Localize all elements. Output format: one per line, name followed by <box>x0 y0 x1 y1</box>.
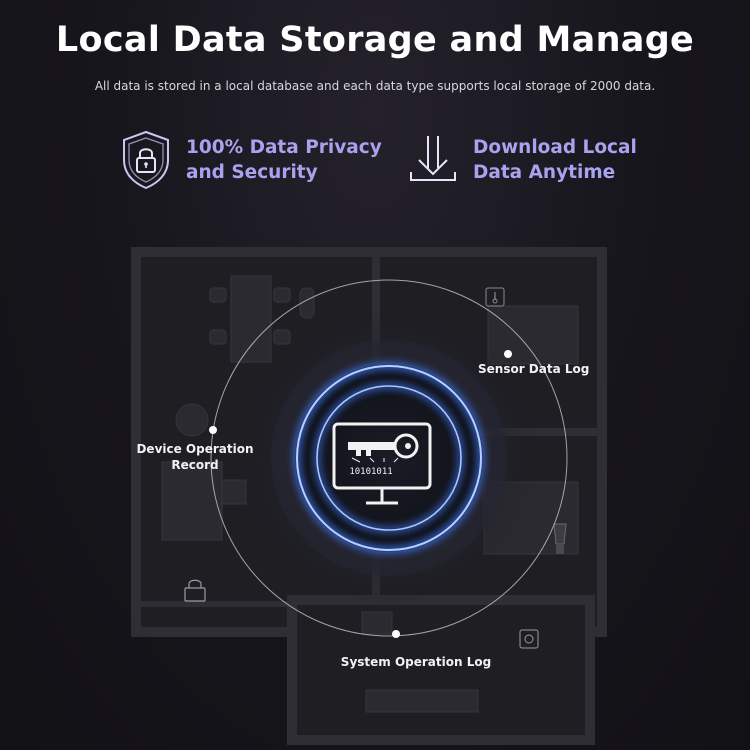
feature-download-label: Download Local Data Anytime <box>473 137 637 183</box>
feature-download: Download Local Data Anytime <box>405 128 637 192</box>
device-operation-record-label: Device Operation Record <box>136 442 254 472</box>
feature-privacy: 100% Data Privacy and Security <box>118 128 382 192</box>
shield-lock-icon <box>123 130 169 190</box>
glow-rings <box>294 363 484 553</box>
download-icon <box>410 136 456 181</box>
feature-privacy-label: 100% Data Privacy and Security <box>186 137 382 183</box>
sensor-data-log-label: Sensor Data Log <box>478 362 590 376</box>
bulb-icon <box>553 523 567 554</box>
switch-icon <box>519 629 539 649</box>
sensor-dot <box>504 350 512 358</box>
system-operation-log-label: System Operation Log <box>340 655 492 669</box>
monitor-key-icon: 10101011 <box>332 422 432 505</box>
device-dot <box>209 426 217 434</box>
thermometer-icon <box>485 287 505 307</box>
system-dot <box>392 630 400 638</box>
page-title: Local Data Storage and Manage <box>55 20 695 60</box>
orbit-ring <box>210 279 568 637</box>
page-subtitle: All data is stored in a local database a… <box>94 79 656 93</box>
binary-text: 10101011 <box>349 467 392 477</box>
lock-icon <box>184 579 206 602</box>
